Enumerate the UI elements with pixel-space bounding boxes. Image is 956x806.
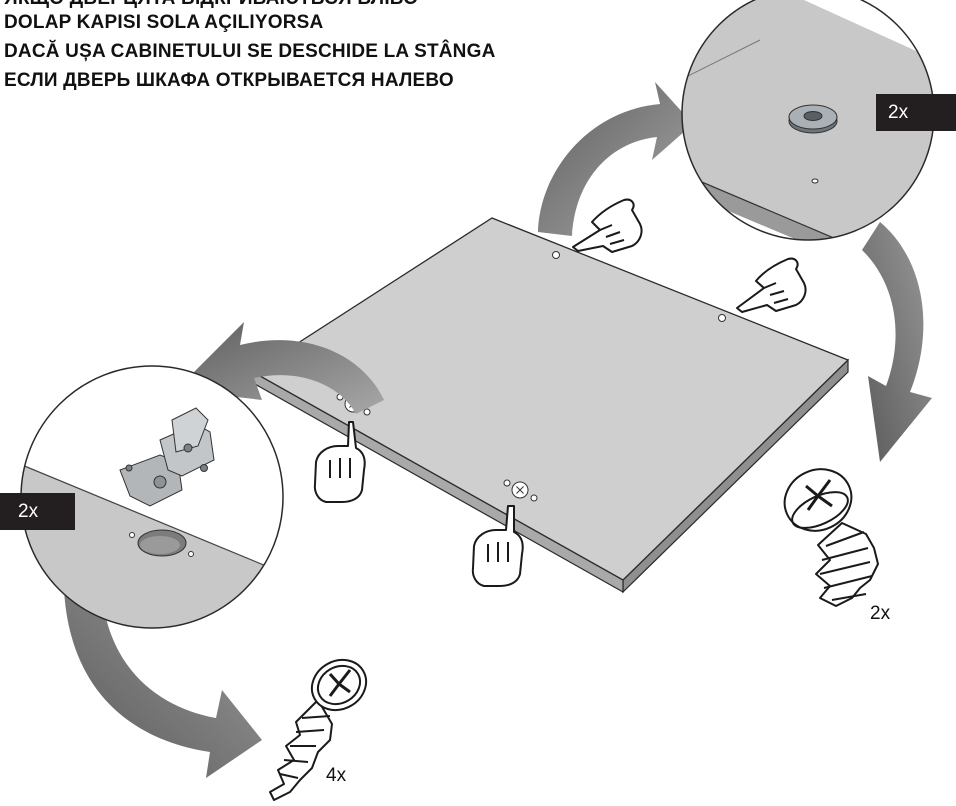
- pointing-hand-icon: [471, 505, 524, 587]
- quantity-label-countersunk-screw: 4x: [326, 765, 347, 786]
- quantity-badge-mounting-plate: 2x: [876, 94, 956, 131]
- pointing-hand-icon: [572, 198, 643, 253]
- door-panel: [251, 217, 850, 594]
- heading-line-ukrainian: ЯКЩО ДВЕРЦЯТА ВІДКРИВАЮТЬСЯ ВЛІВО: [4, 0, 418, 10]
- curved-arrow-to-right-screw: [862, 222, 932, 462]
- quantity-label-pan-head-screw: 2x: [870, 603, 891, 624]
- curved-arrow-to-bottom-screw: [64, 590, 262, 778]
- hinge-hole-mark-bottom: [503, 479, 538, 502]
- pointing-hand-icon: [736, 257, 807, 313]
- heading-line-russian: ЕСЛИ ДВЕРЬ ШКАФА ОТКРЫВАЕТСЯ НАЛЕВО: [4, 70, 454, 91]
- heading-line-turkish: DOLAP KAPISI SOLA AÇILIYORSA: [4, 12, 324, 33]
- hinge-detail-view: [20, 365, 284, 629]
- curved-arrow-to-top-detail: [538, 82, 693, 236]
- heading-line-romanian: DACĂ UȘA CABINETULUI SE DESCHIDE LA STÂN…: [4, 41, 496, 62]
- countersunk-screw-icon: [269, 658, 368, 801]
- pointing-hand-icon: [313, 421, 366, 503]
- pan-head-screw-icon: [783, 468, 879, 607]
- quantity-badge-hinge: 2x: [0, 493, 75, 530]
